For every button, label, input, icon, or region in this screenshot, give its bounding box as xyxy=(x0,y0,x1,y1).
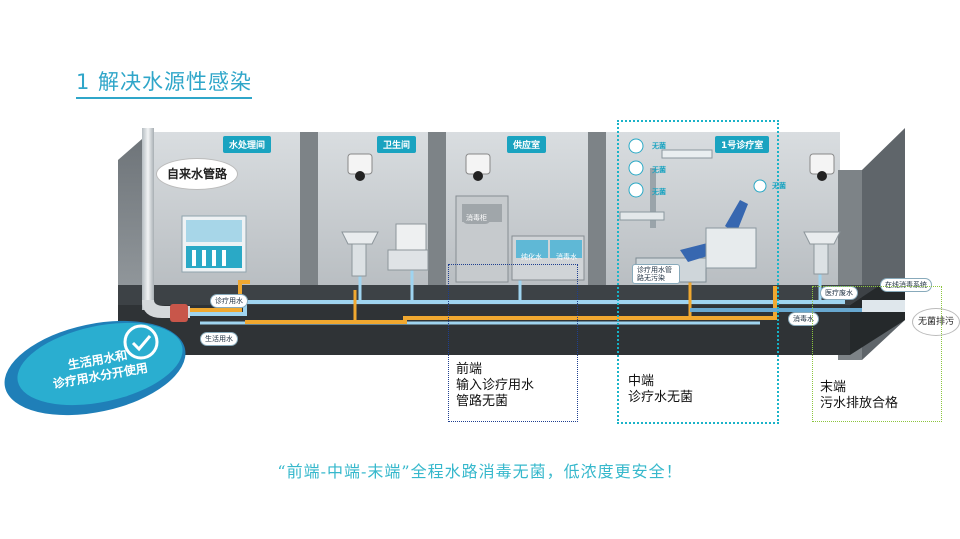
pipe-valve xyxy=(170,304,188,322)
end-zone-box xyxy=(812,286,942,422)
partition-3 xyxy=(588,132,606,290)
sensor-eye-icon xyxy=(347,153,835,181)
sterile-label-3: 无菌 xyxy=(652,188,666,196)
disinfect-water-label: 消毒水 xyxy=(788,312,819,326)
sterile-label-1: 无菌 xyxy=(652,142,666,150)
washroom-sink xyxy=(341,231,379,245)
sterile-label-4: 无菌 xyxy=(772,182,786,190)
end-sink xyxy=(803,231,841,245)
sink-disinfect-water-label: 消毒水 xyxy=(556,253,577,261)
page-title: 1 解决水源性感染 xyxy=(76,66,253,99)
middle-zone-box xyxy=(617,120,779,424)
partition-1 xyxy=(300,132,318,290)
tap-water-pipe-label: 自来水管路 xyxy=(156,158,238,190)
domestic-pipe xyxy=(190,300,845,316)
online-disinfect-system-label: 在线消毒系统 xyxy=(880,278,932,292)
partition-2 xyxy=(428,132,446,290)
waste-pipe-out xyxy=(862,300,905,312)
end-zone-line-1: 末端 xyxy=(820,380,847,395)
end-zone-line-2: 污水排放合格 xyxy=(820,396,899,411)
toilet xyxy=(395,223,427,251)
clinical-water-label: 诊疗用水 xyxy=(210,294,248,308)
sterile-label-2: 无菌 xyxy=(652,166,666,174)
tap-water-pipe xyxy=(142,128,154,310)
clinical-pipe-main xyxy=(245,286,777,324)
disinfect-cabinet-label: 消毒柜 xyxy=(462,212,491,224)
check-icon xyxy=(123,324,159,360)
domestic-water-label: 生活用水 xyxy=(200,332,238,346)
clinic-sterile-pipe-label: 诊疗用水管路无污染 xyxy=(632,264,680,284)
middle-zone-line-1: 中端 xyxy=(628,374,655,389)
front-zone-line-1: 前端 xyxy=(456,362,483,377)
pure-water-label: 纯化水 xyxy=(521,253,542,261)
front-zone-text: 前端 输入诊疗用水 管路无菌 xyxy=(456,362,534,410)
tag-water-treatment: 水处理间 xyxy=(223,136,272,153)
front-zone-line-2: 输入诊疗用水 xyxy=(456,378,535,393)
footer-slogan: “前端-中端-末端”全程水路消毒无菌，低浓度更安全！ xyxy=(277,462,683,481)
front-zone-line-3: 管路无菌 xyxy=(456,394,509,409)
water-drop-icon xyxy=(628,138,767,198)
tag-clinic: 1号诊疗室 xyxy=(715,136,770,153)
tag-washroom: 卫生间 xyxy=(377,136,417,153)
middle-zone-line-2: 诊疗水无菌 xyxy=(628,390,694,405)
front-zone-box xyxy=(448,264,578,422)
middle-zone-text: 中端 诊疗水无菌 xyxy=(628,374,693,406)
end-zone-text: 末端 污水排放合格 xyxy=(820,380,898,412)
tag-supply: 供应室 xyxy=(507,136,547,153)
